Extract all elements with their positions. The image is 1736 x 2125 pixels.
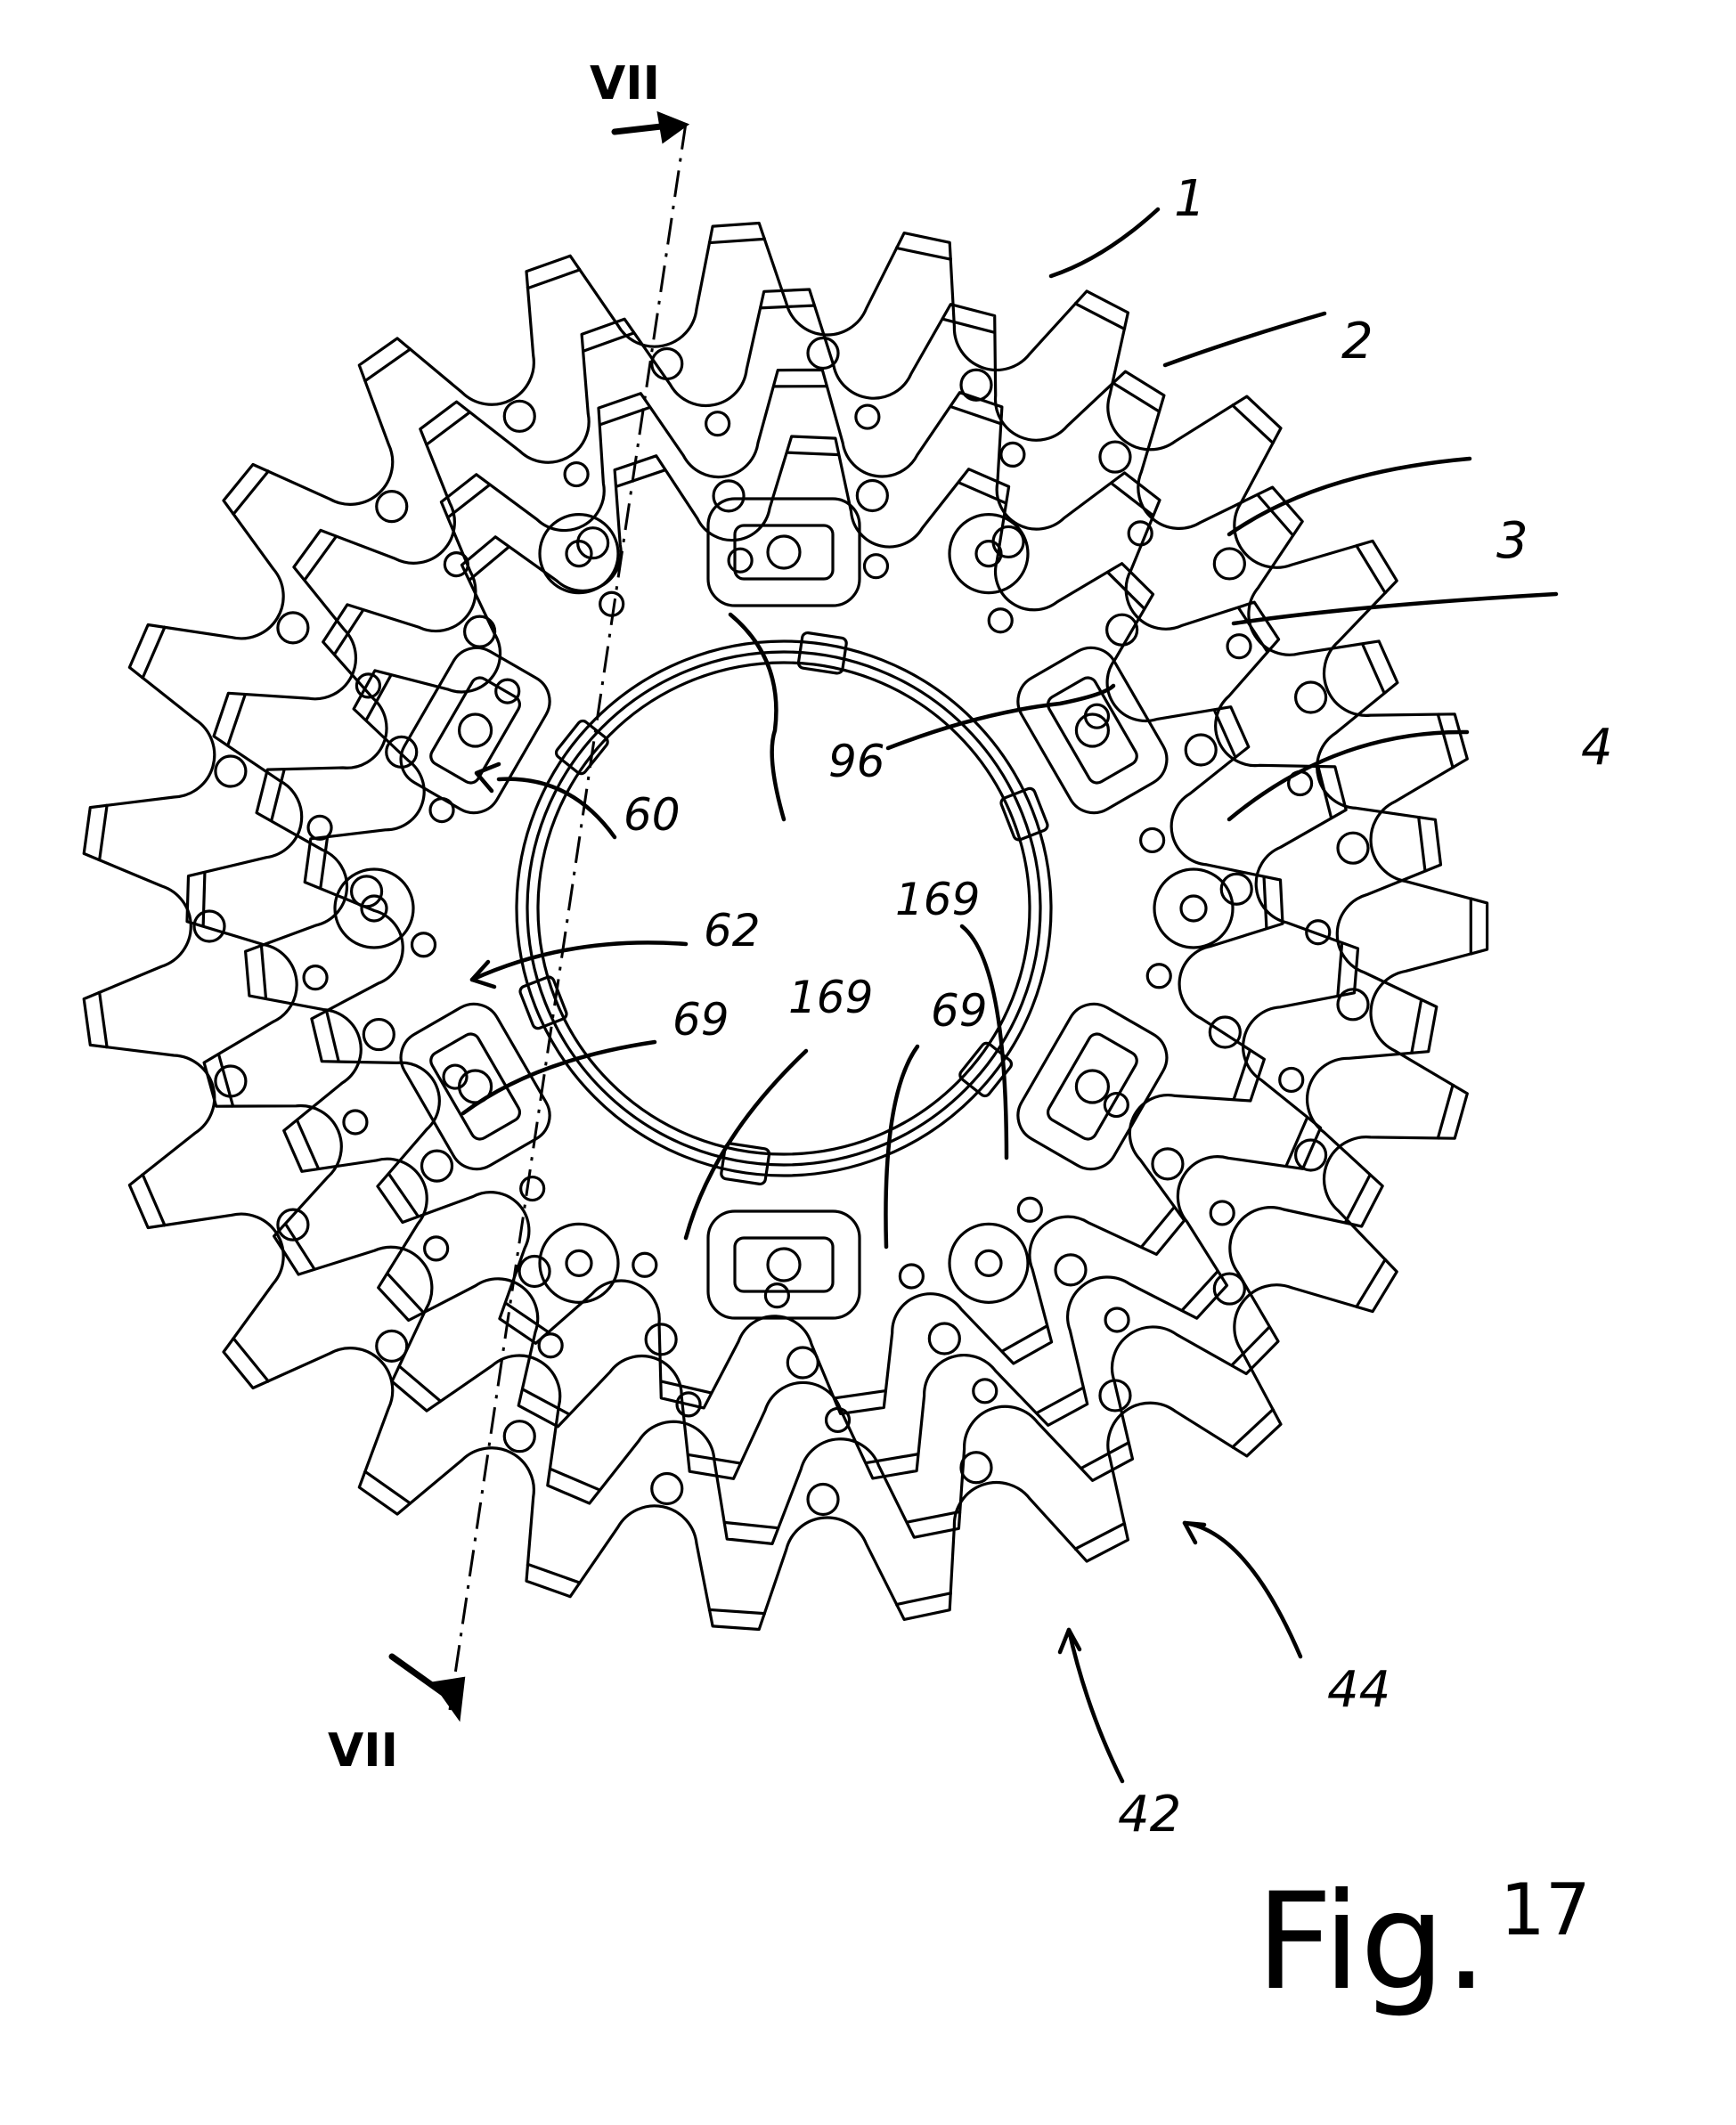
sprocket-3 — [244, 368, 1360, 1480]
label-ref-62: 62 — [704, 905, 761, 957]
leader-lines — [460, 207, 1559, 1784]
spline-windows — [399, 497, 1169, 1320]
bore-keys — [518, 631, 1049, 1186]
bore-outer — [515, 639, 1053, 1177]
section-marker-bottom: VII — [328, 1724, 398, 1778]
label-ref-44: 44 — [1327, 1661, 1391, 1719]
rivet-bosses — [333, 513, 1235, 1304]
label-sprocket-2: 2 — [1341, 313, 1373, 370]
figure-title: Fig. — [1256, 1865, 1487, 2020]
label-ref-96: 96 — [828, 736, 885, 787]
figure-number: 17 — [1499, 1869, 1591, 1951]
label-sprocket-3: 3 — [1496, 512, 1528, 570]
label-ref-169-upper: 169 — [895, 874, 981, 925]
label-ref-60: 60 — [623, 789, 681, 841]
bore-mid — [526, 650, 1042, 1167]
section-line — [388, 110, 690, 1722]
bore-inner — [536, 661, 1031, 1156]
label-ref-42: 42 — [1118, 1786, 1182, 1844]
sprocket-2 — [185, 288, 1443, 1545]
label-sprocket-4: 4 — [1581, 719, 1613, 777]
label-sprocket-1: 1 — [1174, 170, 1206, 228]
label-ref-69-left: 69 — [672, 994, 729, 1046]
sprocket-stack — [82, 221, 1489, 1632]
label-ref-169-lower: 169 — [788, 972, 874, 1023]
sprocket-1 — [82, 221, 1489, 1632]
figure-caption: Fig.17 — [1256, 1875, 1591, 2010]
sprocket-4 — [303, 435, 1284, 1415]
carrier-ring — [333, 497, 1235, 1320]
label-ref-69-right: 69 — [931, 985, 988, 1037]
section-marker-top: VII — [590, 57, 660, 110]
